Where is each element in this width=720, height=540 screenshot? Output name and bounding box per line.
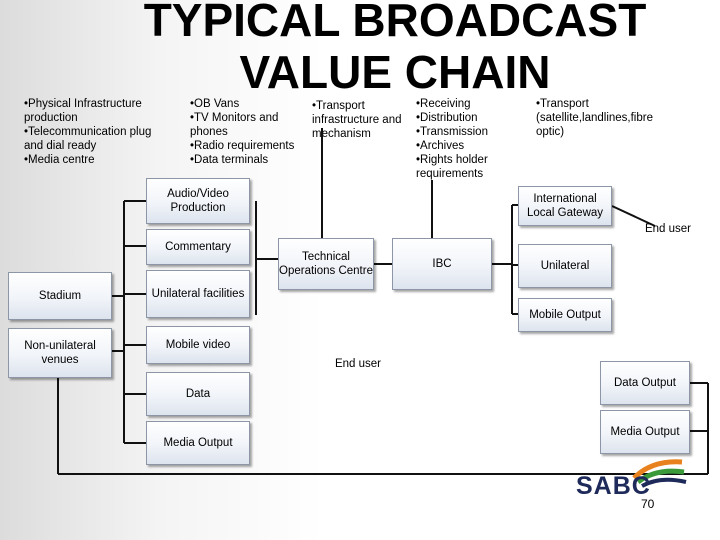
title-line-1: TYPICAL BROADCAST bbox=[143, 0, 647, 46]
sabc-logo-text: SABC bbox=[576, 472, 651, 500]
audio-video-production-box: Audio/Video Production bbox=[146, 178, 250, 224]
page-number: 70 bbox=[641, 497, 655, 511]
international-local-gateway-box: International Local Gateway bbox=[518, 186, 612, 226]
connector-end-user bbox=[611, 205, 656, 227]
data-box: Data bbox=[146, 372, 250, 416]
commentary-box: Commentary bbox=[146, 229, 250, 265]
slide-title: TYPICAL BROADCAST VALUE CHAIN bbox=[140, 0, 650, 98]
note-ibc-functions: •Receiving •Distribution •Transmission •… bbox=[416, 98, 488, 180]
non-unilateral-venues-box: Non-unilateral venues bbox=[8, 328, 112, 378]
title-line-2: VALUE CHAIN bbox=[239, 46, 551, 98]
mobile-video-box: Mobile video bbox=[146, 326, 250, 364]
ibc-box: IBC bbox=[392, 238, 492, 290]
media-output-right-box: Media Output bbox=[600, 410, 690, 454]
stadium-box: Stadium bbox=[8, 272, 112, 320]
unilateral-facilities-box: Unilateral facilities bbox=[146, 270, 250, 318]
note-transport-channels: •Transport (satellite,landlines,fibre op… bbox=[536, 98, 653, 138]
end-user-label-top: End user bbox=[644, 223, 692, 235]
sabc-logo-icon bbox=[632, 459, 687, 488]
media-output-left-box: Media Output bbox=[146, 421, 250, 465]
note-production: •OB Vans •TV Monitors and phones •Radio … bbox=[190, 98, 295, 166]
unilateral-box: Unilateral bbox=[518, 244, 612, 288]
note-transport-infrastructure: •Transport infrastructure and mechanism bbox=[312, 100, 402, 140]
note-venues: •Physical Infrastructure production •Tel… bbox=[24, 98, 152, 166]
mobile-output-box: Mobile Output bbox=[518, 298, 612, 332]
data-output-box: Data Output bbox=[600, 361, 690, 405]
end-user-label-mid: End user bbox=[334, 358, 382, 370]
technical-operations-centre-box: Technical Operations Centre bbox=[278, 238, 374, 290]
